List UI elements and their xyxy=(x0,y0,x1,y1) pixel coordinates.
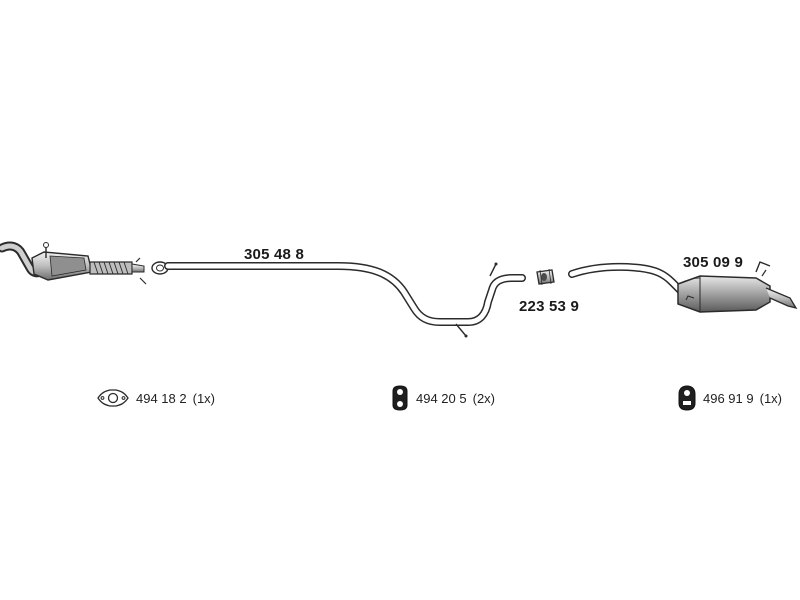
accessory-hanger-1: 494 20 5 (2x) xyxy=(390,385,495,411)
front-pipe-catalyst xyxy=(0,241,147,285)
clamp xyxy=(536,268,555,286)
accessory-code: 496 91 9 xyxy=(703,390,754,406)
rear-silencer-label: 305 09 9 xyxy=(683,254,743,271)
rubber-hanger-icon xyxy=(678,385,696,411)
rubber-hanger-icon xyxy=(392,385,408,411)
accessory-code: 494 18 2 xyxy=(136,390,187,406)
accessory-gasket: 494 18 2 (1x) xyxy=(96,388,215,408)
accessory-qty: (1x) xyxy=(192,390,215,406)
middle-pipe xyxy=(151,261,526,338)
accessory-code: 494 20 5 xyxy=(416,390,467,406)
middle-pipe-label: 305 48 8 xyxy=(244,246,304,263)
accessory-qty: (1x) xyxy=(759,390,782,406)
accessory-hanger-2: 496 91 9 (1x) xyxy=(677,385,782,411)
clamp-label: 223 53 9 xyxy=(519,298,579,315)
accessory-qty: (2x) xyxy=(472,390,495,406)
gasket-icon xyxy=(97,389,129,407)
rear-silencer xyxy=(568,261,798,313)
